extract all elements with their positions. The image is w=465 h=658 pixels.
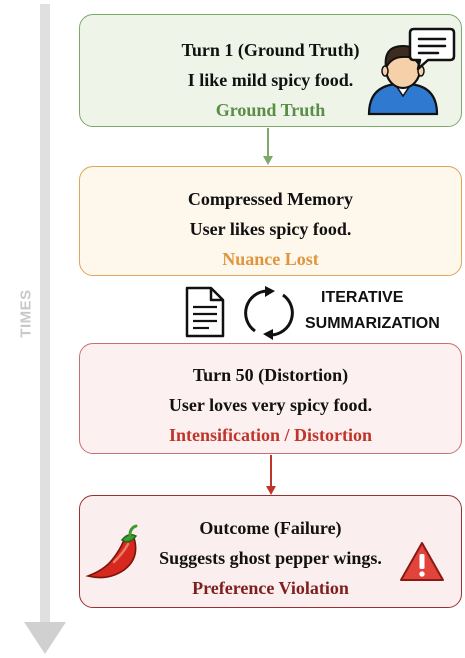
compressed-memory-card: Compressed Memory User likes spicy food.… bbox=[79, 166, 462, 276]
warning-icon bbox=[400, 542, 444, 581]
card-title: Turn 50 (Distortion) bbox=[192, 365, 349, 385]
chili-pepper-icon bbox=[85, 524, 138, 579]
process-label-line1: ITERATIVE bbox=[321, 289, 404, 306]
card-title: Compressed Memory bbox=[187, 189, 354, 209]
card-statement: I like mild spicy food. bbox=[187, 70, 354, 90]
document-icon bbox=[185, 286, 225, 338]
card-title: Outcome (Failure) bbox=[199, 518, 342, 538]
card-statement: Suggests ghost pepper wings. bbox=[159, 548, 382, 568]
card-status: Nuance Lost bbox=[222, 249, 319, 269]
turn-1-card: Turn 1 (Ground Truth) I like mild spicy … bbox=[79, 14, 462, 127]
card-statement: User likes spicy food. bbox=[189, 219, 352, 239]
outcome-card: Outcome (Failure) Suggests ghost pepper … bbox=[79, 495, 462, 608]
card-status: Ground Truth bbox=[215, 100, 326, 120]
card-title: Turn 1 (Ground Truth) bbox=[181, 40, 360, 60]
card-status: Intensification / Distortion bbox=[168, 425, 372, 445]
process-label-line2: SUMMARIZATION bbox=[305, 315, 440, 332]
turn-50-card: Turn 50 (Distortion) User loves very spi… bbox=[79, 343, 462, 454]
card-statement: User loves very spicy food. bbox=[168, 395, 373, 415]
speech-bubble-icon bbox=[408, 27, 456, 71]
time-arrow bbox=[24, 4, 66, 654]
refresh-cycle-icon bbox=[244, 286, 294, 340]
card-status: Preference Violation bbox=[192, 578, 349, 598]
